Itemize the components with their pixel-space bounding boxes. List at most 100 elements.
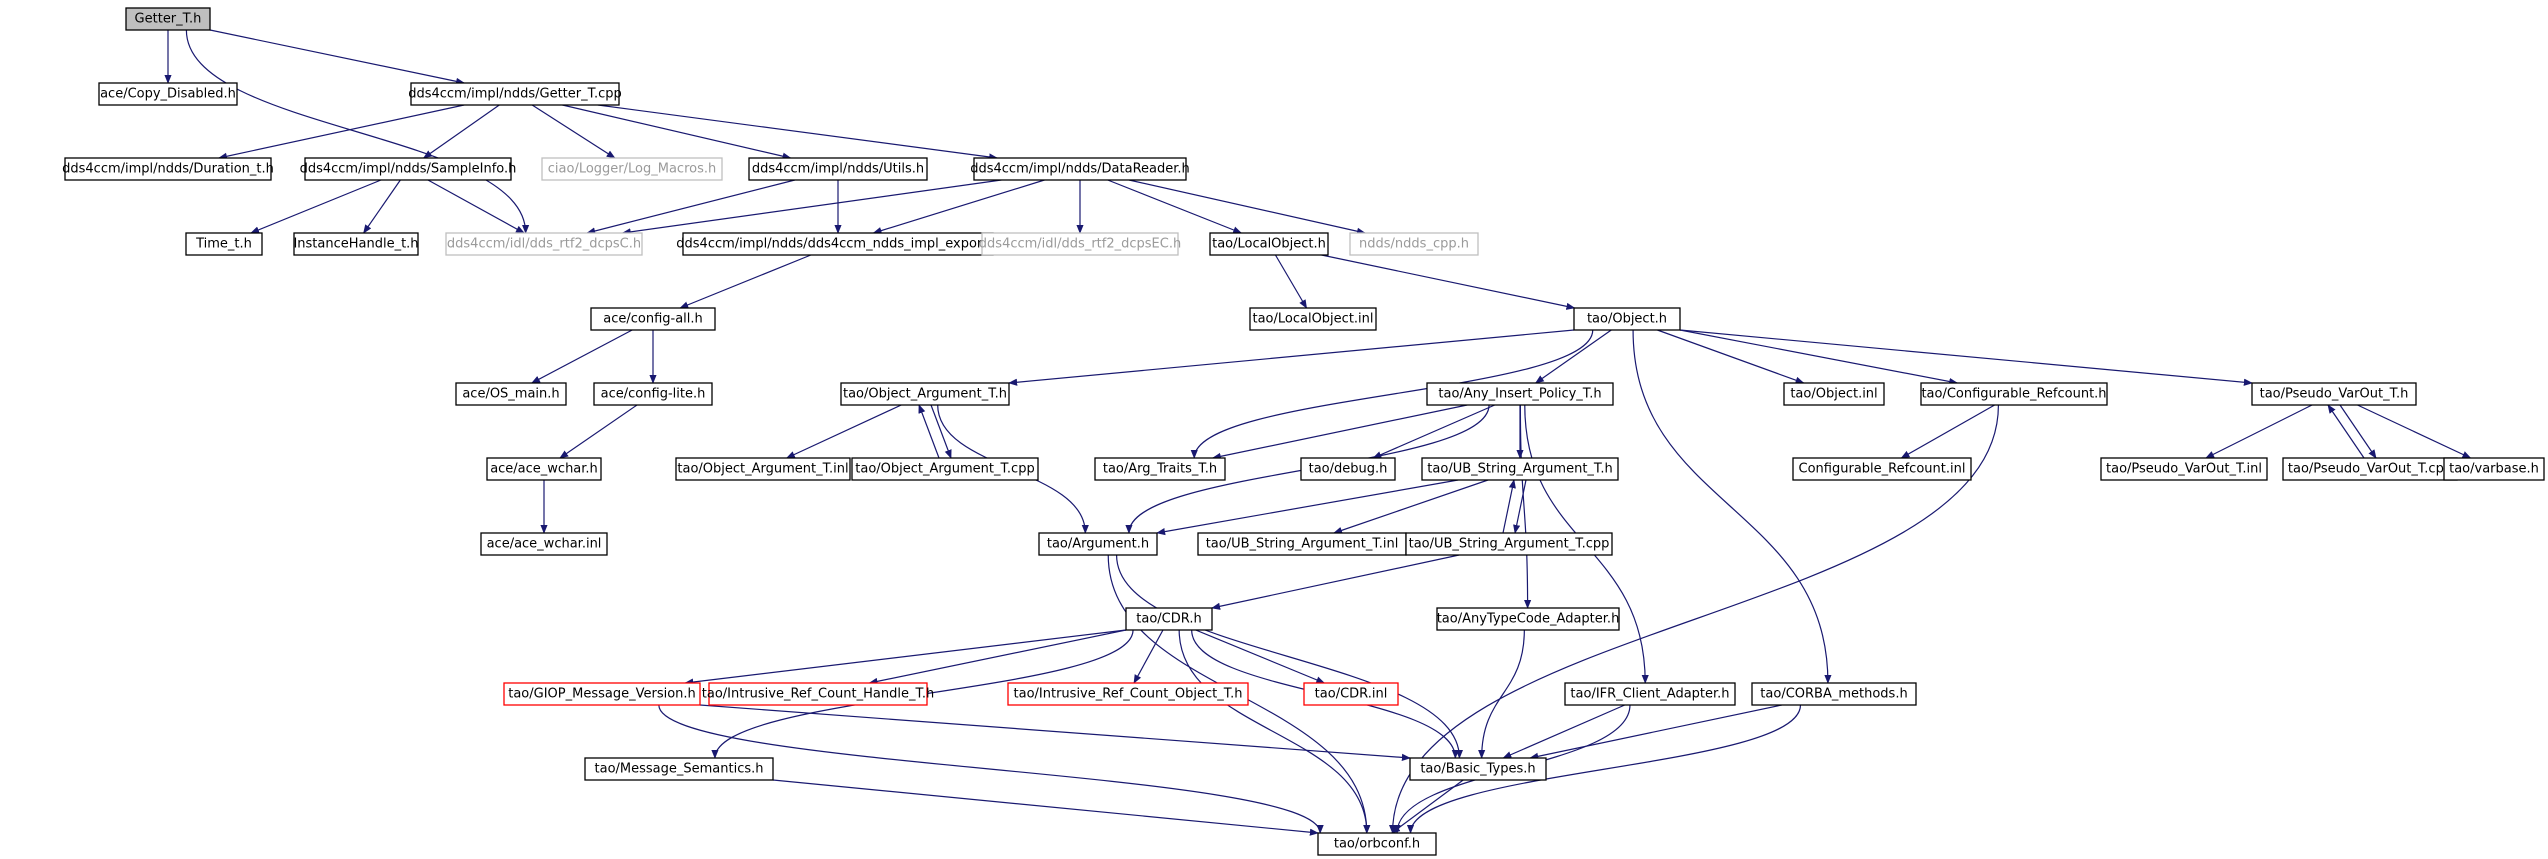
edge-ub_cpp-to-cdr_h	[1211, 554, 1460, 610]
node-time-t[interactable]: Time_t.h	[185, 232, 263, 256]
edge-object_h-to-corba_methods	[1632, 329, 1832, 684]
edge-object_h-to-pseudo_h	[1679, 329, 2253, 386]
node-obj-arg-inl[interactable]: tao/Object_Argument_T.inl	[675, 457, 851, 481]
node-debug[interactable]: tao/debug.h	[1300, 457, 1396, 481]
node-box	[64, 157, 272, 181]
node-label: ace/ace_wchar.h	[490, 462, 598, 477]
node-label: tao/Object.h	[1587, 312, 1667, 327]
node-getter-t-cpp[interactable]: dds4ccm/impl/ndds/Getter_T.cpp	[408, 82, 622, 106]
node-sampleinfo[interactable]: dds4ccm/impl/ndds/SampleInfo.h	[300, 157, 517, 181]
node-ndds-cpp[interactable]: ndds/ndds_cpp.h	[1349, 232, 1479, 256]
node-dcpsc[interactable]: dds4ccm/idl/dds_rtf2_dcpsC.h	[445, 232, 643, 256]
edge-config_all-to-os_main	[531, 329, 633, 384]
node-duration-t[interactable]: dds4ccm/impl/ndds/Duration_t.h	[62, 157, 274, 181]
edge-conf_refcount-to-conf_refcount_inl	[1900, 404, 1995, 459]
node-label: tao/Object_Argument_T.inl	[677, 462, 848, 477]
node-getter-t-h[interactable]: Getter_T.h	[125, 7, 211, 31]
node-label: ace/ace_wchar.inl	[487, 537, 602, 552]
node-utils[interactable]: dds4ccm/impl/ndds/Utils.h	[748, 157, 928, 181]
node-label: ciao/Logger/Log_Macros.h	[548, 162, 716, 177]
node-object-h[interactable]: tao/Object.h	[1573, 307, 1681, 331]
node-pseudo-inl[interactable]: tao/Pseudo_VarOut_T.inl	[2100, 457, 2268, 481]
node-label: Time_t.h	[195, 237, 252, 252]
node-giop[interactable]: tao/GIOP_Message_Version.h	[503, 682, 701, 706]
node-box	[445, 232, 643, 256]
node-label: tao/UB_String_Argument_T.inl	[1206, 537, 1399, 552]
node-varbase[interactable]: tao/varbase.h	[2443, 457, 2545, 481]
node-obj-arg-cpp[interactable]: tao/Object_Argument_T.cpp	[851, 457, 1039, 481]
edge-localobject_h-to-localobject_inl	[1274, 254, 1308, 309]
node-label: tao/CDR.h	[1136, 612, 1201, 627]
node-box	[584, 757, 774, 781]
node-box	[1421, 457, 1619, 481]
node-argument[interactable]: tao/Argument.h	[1038, 532, 1158, 556]
node-label: tao/UB_String_Argument_T.cpp	[1409, 537, 1610, 552]
edge-datareader-to-ndds_cpp	[1128, 179, 1366, 235]
node-box	[2251, 382, 2417, 406]
node-box	[1409, 757, 1547, 781]
node-copy-disabled[interactable]: ace/Copy_Disabled.h	[98, 82, 238, 106]
edge-utils-to-dcpsc	[586, 179, 796, 235]
node-localobject-h[interactable]: tao/LocalObject.h	[1209, 232, 1329, 256]
node-label: dds4ccm/impl/ndds/Utils.h	[752, 162, 924, 177]
node-box	[1751, 682, 1917, 706]
node-conf-refcount[interactable]: tao/Configurable_Refcount.h	[1920, 382, 2108, 406]
node-ub-inl[interactable]: tao/UB_String_Argument_T.inl	[1197, 532, 1407, 556]
node-log-macros[interactable]: ciao/Logger/Log_Macros.h	[541, 157, 723, 181]
edge-basic_types-to-orbconf	[1391, 779, 1464, 834]
node-localobject-inl[interactable]: tao/LocalObject.inl	[1249, 307, 1377, 331]
node-box	[1038, 532, 1158, 556]
node-anytypecode[interactable]: tao/AnyTypeCode_Adapter.h	[1436, 607, 1620, 631]
node-conf-refcount-inl[interactable]: Configurable_Refcount.inl	[1792, 457, 1972, 481]
node-label: dds4ccm/impl/ndds/SampleInfo.h	[300, 162, 517, 177]
edge-any_insert-to-anytypecode	[1519, 404, 1532, 609]
node-label: tao/Pseudo_VarOut_T.h	[2260, 387, 2409, 402]
node-label: dds4ccm/impl/ndds/DataReader.h	[970, 162, 1190, 177]
node-config-lite[interactable]: ace/config-lite.h	[593, 382, 713, 406]
node-label: tao/Message_Semantics.h	[595, 762, 764, 777]
node-box	[1783, 382, 1885, 406]
node-ub-h[interactable]: tao/UB_String_Argument_T.h	[1421, 457, 1619, 481]
node-label: tao/Object_Argument_T.cpp	[855, 462, 1034, 477]
node-label: tao/Pseudo_VarOut_T.inl	[2106, 462, 2262, 477]
edge-object_h-to-arg_traits	[1190, 329, 1594, 459]
node-label: dds4ccm/idl/dds_rtf2_dcpsEC.h	[979, 237, 1181, 252]
node-dcpsec[interactable]: dds4ccm/idl/dds_rtf2_dcpsEC.h	[979, 232, 1181, 256]
node-label: tao/IFR_Client_Adapter.h	[1570, 687, 1729, 702]
node-os-main[interactable]: ace/OS_main.h	[455, 382, 567, 406]
node-box	[1317, 832, 1437, 856]
node-orbconf[interactable]: tao/orbconf.h	[1317, 832, 1437, 856]
node-irc-handle[interactable]: tao/Intrusive_Ref_Count_Handle_T.h	[702, 682, 934, 706]
node-irc-object[interactable]: tao/Intrusive_Ref_Count_Object_T.h	[1007, 682, 1249, 706]
node-arg-traits[interactable]: tao/Arg_Traits_T.h	[1094, 457, 1226, 481]
node-ace-wchar-inl[interactable]: ace/ace_wchar.inl	[480, 532, 608, 556]
node-instancehandle[interactable]: InstanceHandle_t.h	[293, 232, 419, 256]
edge-ifr_client-to-basic_types	[1502, 704, 1626, 759]
node-box	[1436, 607, 1620, 631]
node-basic-types[interactable]: tao/Basic_Types.h	[1409, 757, 1547, 781]
node-msg-sem[interactable]: tao/Message_Semantics.h	[584, 757, 774, 781]
node-any-insert[interactable]: tao/Any_Insert_Policy_T.h	[1426, 382, 1614, 406]
node-cdr-inl[interactable]: tao/CDR.inl	[1303, 682, 1399, 706]
node-datareader[interactable]: dds4ccm/impl/ndds/DataReader.h	[970, 157, 1190, 181]
node-ace-wchar-h[interactable]: ace/ace_wchar.h	[486, 457, 602, 481]
edge-corba_methods-to-orbconf	[1406, 704, 1802, 834]
edge-msg_sem-to-orbconf	[772, 779, 1319, 836]
node-object-inl[interactable]: tao/Object.inl	[1783, 382, 1885, 406]
node-pseudo-h[interactable]: tao/Pseudo_VarOut_T.h	[2251, 382, 2417, 406]
node-label: dds4ccm/impl/ndds/Getter_T.cpp	[408, 87, 622, 102]
node-label: tao/varbase.h	[2449, 462, 2539, 477]
edge-obj_arg_cpp-to-obj_arg_h	[918, 404, 940, 459]
edge-impl_export-to-config_all	[679, 254, 812, 309]
node-config-all[interactable]: ace/config-all.h	[590, 307, 716, 331]
node-label: tao/Basic_Types.h	[1420, 762, 1535, 777]
node-ub-cpp[interactable]: tao/UB_String_Argument_T.cpp	[1405, 532, 1613, 556]
node-obj-arg-h[interactable]: tao/Object_Argument_T.h	[840, 382, 1010, 406]
node-impl-export[interactable]: dds4ccm/impl/ndds/dds4ccm_ndds_impl_expo…	[676, 232, 1000, 256]
node-label: InstanceHandle_t.h	[293, 237, 418, 252]
node-ifr-client[interactable]: tao/IFR_Client_Adapter.h	[1564, 682, 1736, 706]
node-pseudo-cpp[interactable]: tao/Pseudo_VarOut_T.cpp	[2282, 457, 2458, 481]
node-label: tao/Object.inl	[1790, 387, 1877, 402]
node-cdr-h[interactable]: tao/CDR.h	[1125, 607, 1213, 631]
node-corba-methods[interactable]: tao/CORBA_methods.h	[1751, 682, 1917, 706]
